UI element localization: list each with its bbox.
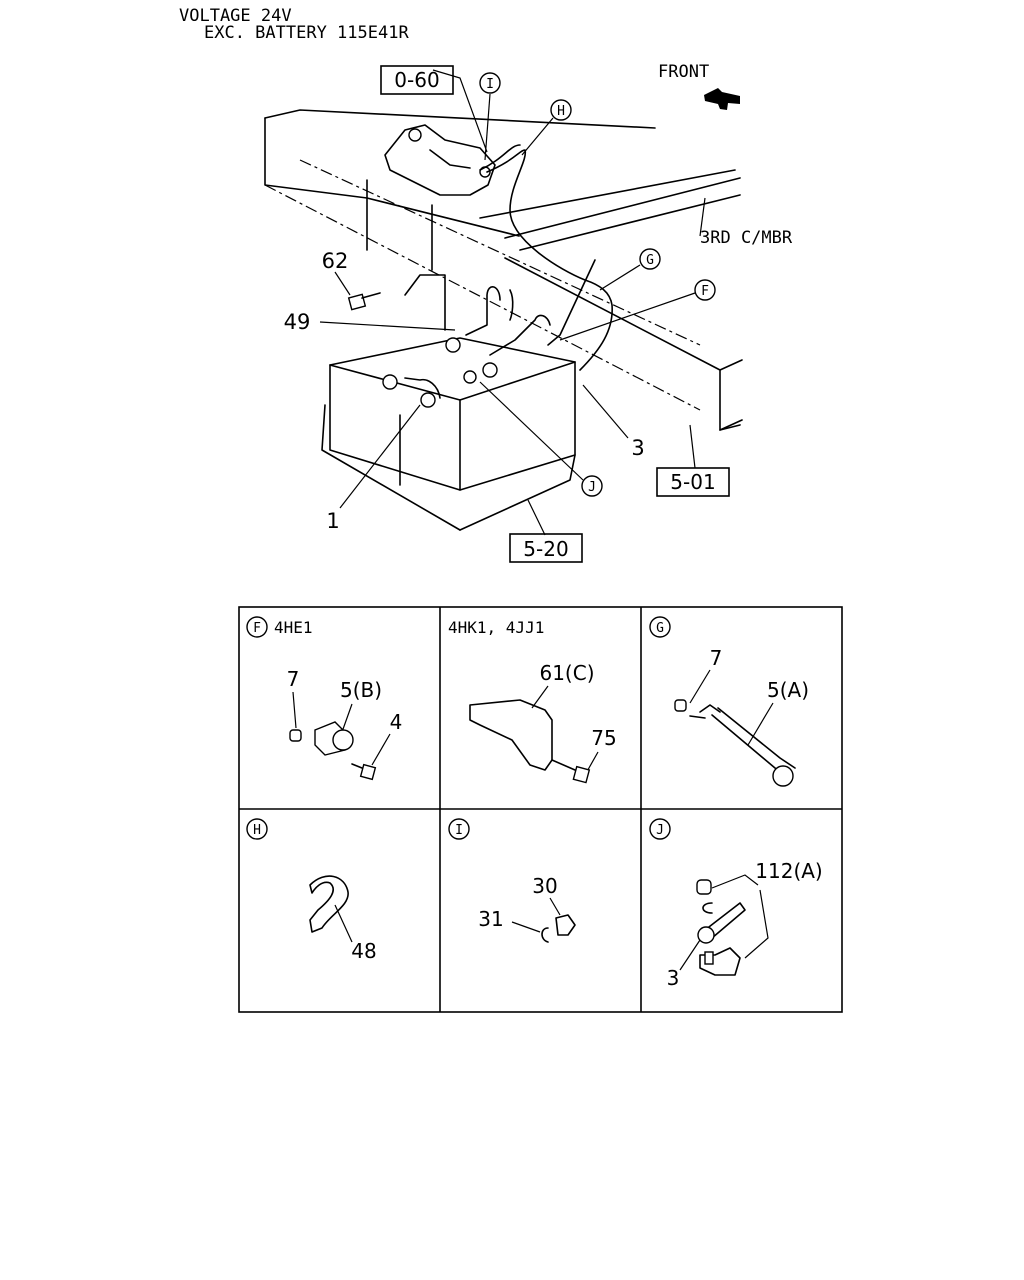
- crossmember: [479, 169, 741, 251]
- voltage-title: VOLTAGE 24V: [179, 6, 292, 26]
- panel-alt-title: 4HK1, 4JJ1: [448, 618, 544, 637]
- battery-subtitle: EXC. BATTERY 115E41R: [204, 23, 409, 43]
- marker-g: G: [639, 248, 661, 270]
- battery-cables: [404, 144, 613, 399]
- panel-h-marker: H: [253, 823, 261, 838]
- detail-panel-h: H 48: [246, 818, 377, 963]
- svg-text:G: G: [646, 253, 654, 268]
- panel-alt-part-61c: 61(C): [539, 661, 594, 685]
- panel-f-title: 4HE1: [274, 618, 313, 637]
- svg-text:F: F: [701, 284, 709, 299]
- detail-panel-j: J 112(A) 3: [649, 818, 823, 990]
- panel-j-part-3: 3: [667, 966, 680, 990]
- panel-h-part-48: 48: [351, 939, 376, 963]
- bolt-62: [347, 292, 381, 311]
- panel-i-part-31: 31: [478, 907, 503, 931]
- panel-g-part-5a: 5(A): [767, 678, 809, 702]
- panel-j-marker: J: [656, 823, 664, 838]
- detail-panel-f: F 4HE1 7 5(B) 4: [246, 616, 403, 781]
- detail-panel-alt: 4HK1, 4JJ1 61(C) 75: [448, 618, 617, 784]
- ref-box-0-60: [380, 65, 454, 95]
- panel-j-part-112a: 112(A): [755, 859, 822, 883]
- marker-f: F: [694, 279, 716, 301]
- panel-f-part-5b: 5(B): [340, 678, 382, 702]
- ref-box-5-20: [509, 533, 583, 563]
- svg-text:I: I: [486, 77, 494, 92]
- panel-g-part-7: 7: [710, 646, 723, 670]
- detail-panel-g: G 7 5(A): [649, 616, 809, 787]
- callout-1: 1: [326, 509, 339, 533]
- ref-label-0-60: 0-60: [394, 68, 439, 92]
- ref-box-5-01: [656, 467, 730, 497]
- marker-i: I: [479, 72, 501, 94]
- marker-j: J: [581, 475, 603, 497]
- detail-panel-i: I 30 31: [448, 818, 576, 943]
- callout-62: 62: [322, 249, 349, 273]
- svg-text:J: J: [588, 480, 596, 495]
- panel-i-marker: I: [455, 823, 463, 838]
- callout-49: 49: [284, 310, 311, 334]
- marker-h: H: [550, 99, 572, 121]
- main-leaders: [319, 69, 696, 536]
- starter-motor: [384, 124, 496, 196]
- front-arrow-icon: [704, 88, 740, 110]
- ref-label-5-01: 5-01: [670, 470, 715, 494]
- panel-alt-part-75: 75: [591, 726, 616, 750]
- crossmember-label: 3RD C/MBR: [700, 228, 793, 248]
- panel-g-marker: G: [656, 621, 664, 636]
- svg-text:H: H: [557, 104, 565, 119]
- front-label: FRONT: [658, 62, 709, 82]
- panel-f-marker: F: [253, 621, 261, 636]
- panel-f-part-4: 4: [390, 710, 403, 734]
- panel-f-part-7: 7: [287, 667, 300, 691]
- callout-3: 3: [631, 436, 644, 460]
- ref-label-5-20: 5-20: [523, 537, 568, 561]
- detail-grid: [238, 606, 843, 1013]
- panel-i-part-30: 30: [532, 874, 557, 898]
- battery: [321, 274, 576, 531]
